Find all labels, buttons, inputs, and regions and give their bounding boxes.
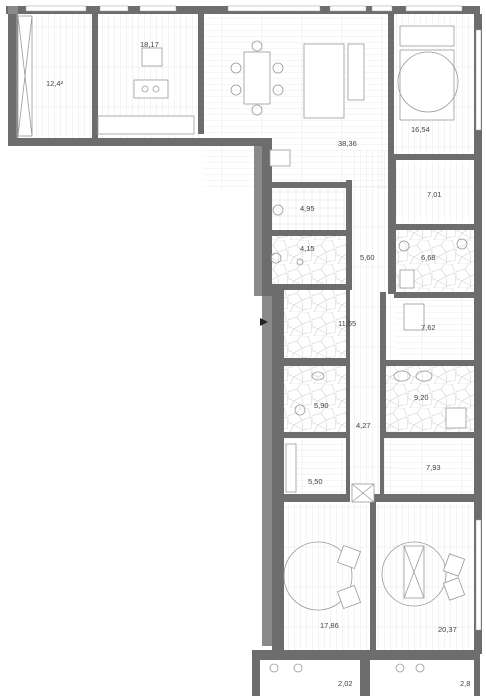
- dining-table: [243, 51, 271, 105]
- area-label-room-m: 9,20: [414, 393, 429, 402]
- kitchen-island: [133, 79, 169, 99]
- area-label-room-i: 5,60: [360, 253, 375, 262]
- windows: [25, 5, 482, 631]
- area-label-room-k: 7,62: [421, 323, 436, 332]
- area-label-room-t: 2,8: [460, 679, 470, 688]
- toilet-f: [272, 204, 284, 216]
- room-f-floor: [272, 188, 348, 230]
- area-label-room-a: 12,4²: [46, 79, 64, 88]
- room-p-floor: [384, 438, 474, 494]
- area-label-room-g: 4,15: [300, 244, 315, 253]
- area-label-room-h: 6,68: [421, 253, 436, 262]
- kitchen-counter: [97, 115, 195, 135]
- room-j-floor: [284, 290, 348, 358]
- sofa: [303, 43, 345, 119]
- area-label-room-q: 17,86: [320, 621, 339, 630]
- room-l-floor: [284, 366, 346, 432]
- area-label-room-j: 11,65: [338, 319, 356, 328]
- rug-q: [283, 541, 353, 611]
- bed-d: [399, 49, 455, 121]
- room-t-floor: [370, 660, 474, 696]
- room-s-floor: [252, 660, 360, 696]
- area-label-room-o: 5,50: [308, 477, 323, 486]
- area-label-room-d: 16,54: [411, 125, 430, 134]
- area-label-room-r: 20,37: [438, 625, 457, 634]
- rug-r: [381, 541, 447, 607]
- area-label-room-n: 4,27: [356, 421, 371, 430]
- area-label-room-b: 18,17: [140, 40, 159, 49]
- room-q-floor: [280, 504, 372, 650]
- area-label-room-f: 4,95: [300, 204, 315, 213]
- floors: [16, 14, 474, 696]
- room-e-floor: [396, 162, 474, 222]
- area-labels: 12,4² 18,17 38,36 16,54 7,01 4,95 4,15 6…: [46, 40, 470, 688]
- area-label-room-s: 2,02: [338, 679, 353, 688]
- area-label-room-p: 7,93: [426, 463, 441, 472]
- room-g-floor: [272, 236, 348, 284]
- area-label-room-l: 5,90: [314, 401, 329, 410]
- area-label-room-c: 38,36: [338, 139, 357, 148]
- toilet-h: [398, 240, 410, 252]
- toilet-g: [270, 252, 282, 264]
- area-label-room-e: 7,01: [427, 190, 442, 199]
- entrance-arrow-icon: [260, 318, 268, 326]
- furniture: [17, 15, 468, 673]
